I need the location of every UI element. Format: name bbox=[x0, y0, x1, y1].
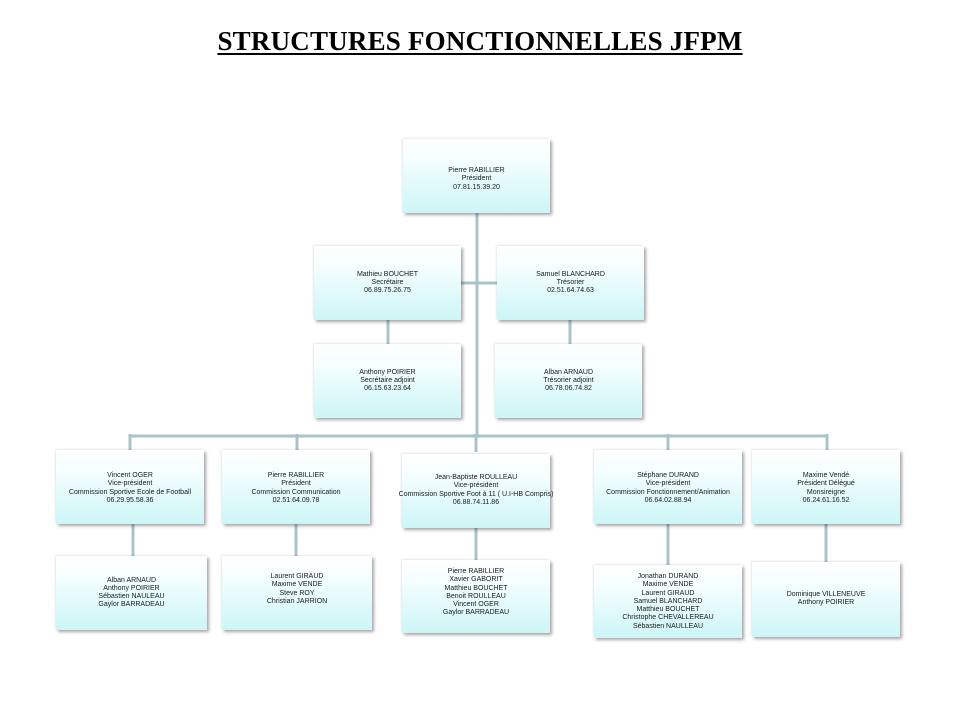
communication-role: Président bbox=[281, 480, 311, 488]
page-title: STRUCTURES FONCTIONNELLES JFPM bbox=[217, 26, 743, 56]
member-name: Steve ROY bbox=[279, 589, 315, 597]
tresorier-phone: 02.51.64.74.63 bbox=[547, 287, 594, 295]
tresorier-adjoint-box: Alban ARNAUD Trésorier adjoint 06.78.06.… bbox=[495, 344, 642, 418]
secretaire-name: Mathieu BOUCHET bbox=[356, 270, 419, 278]
monsireigne-name: Maxime Vendé bbox=[802, 472, 850, 479]
member-name: Laurent GIRAUD bbox=[270, 573, 324, 580]
president-box: Pierre RABILLIER Président 07.81.15.39.2… bbox=[403, 139, 550, 213]
commission-ecole-box: Vincent OGER Vice-président Commission S… bbox=[56, 450, 204, 524]
communication-name: Pierre RABILLIER bbox=[267, 472, 325, 479]
ecole-name: Vincent OGER bbox=[107, 472, 153, 479]
monsireigne-place: Monsireigne bbox=[806, 488, 846, 496]
animation-members-box: Jonathan DURAND Maxime VENDE Laurent GIR… bbox=[594, 565, 742, 638]
member-name: Jonathan DURAND bbox=[637, 573, 699, 580]
secretaire-adjoint-name: Anthony POIRIER bbox=[359, 368, 416, 376]
member-name: Gaylor BARRADEAU bbox=[98, 601, 165, 609]
secretaire-box: Mathieu BOUCHET Secrétaire 06.89.75.26.7… bbox=[314, 246, 461, 320]
tresorier-role: Trésorier bbox=[556, 278, 585, 286]
monsireigne-members-box: Dominique VILLENEUVE Anthony POIRIER bbox=[752, 562, 900, 637]
tresorier-adjoint-phone: 06.78.06.74.82 bbox=[545, 385, 592, 393]
secretaire-adjoint-role: Secrétaire adjoint bbox=[360, 376, 415, 384]
monsireigne-role: Président Délégué bbox=[797, 480, 855, 488]
foot11-members-box: Pierre RABILLIER Xavier GABORIT Matthieu… bbox=[402, 560, 550, 633]
member-name: Anthony POIRIER bbox=[797, 599, 855, 607]
monsireigne-phone: 06.24.61.16.52 bbox=[802, 496, 850, 504]
member-name: Vincent OGER bbox=[453, 601, 499, 608]
monsireigne-box: Maxime Vendé Président Délégué Monsireig… bbox=[752, 450, 900, 524]
member-name: Sébastien NAULEAU bbox=[98, 593, 165, 600]
member-name: Laurent GIRAUD bbox=[641, 589, 695, 597]
member-name: Christian JARRION bbox=[266, 597, 328, 605]
secretaire-adjoint-phone: 06.15.63.23.64 bbox=[364, 385, 411, 393]
ecole-commission: Commission Sportive Ecole de Football bbox=[68, 488, 192, 496]
member-name: Gaylor BARRADEAU bbox=[442, 609, 510, 617]
tresorier-box: Samuel BLANCHARD Trésorier 02.51.64.74.6… bbox=[497, 246, 644, 320]
foot11-commission: Commission Sportive Foot à 11 ( U.I-HB C… bbox=[398, 490, 554, 498]
ecole-role: Vice-président bbox=[107, 480, 153, 488]
ecole-phone: 06.29.95.58.36 bbox=[106, 496, 154, 504]
commission-animation-box: Stéphane DURAND Vice-président Commissio… bbox=[594, 450, 742, 524]
foot11-role: Vice-président bbox=[453, 482, 499, 490]
commission-foot11-box: Jean-Baptiste ROULLEAU Vice-président Co… bbox=[399, 454, 553, 528]
communication-commission: Commission Communication bbox=[251, 488, 341, 496]
member-name: Maxime VENDE bbox=[271, 581, 323, 589]
animation-name: Stéphane DURAND bbox=[637, 472, 699, 479]
secretaire-role: Secrétaire bbox=[371, 278, 404, 286]
member-name: Matthieu BOUCHET bbox=[636, 606, 700, 613]
president-role: Président bbox=[461, 175, 492, 183]
tresorier-adjoint-role: Trésorier adjoint bbox=[543, 376, 594, 384]
commission-communication-box: Pierre RABILLIER Président Commission Co… bbox=[222, 450, 370, 524]
foot11-name: Jean-Baptiste ROULLEAU bbox=[434, 474, 518, 481]
member-name: Pierre RABILLIER bbox=[447, 568, 505, 575]
secretaire-adjoint-box: Anthony POIRIER Secrétaire adjoint 06.15… bbox=[314, 344, 461, 418]
member-name: Christophe CHEVALLEREAU bbox=[622, 614, 714, 622]
president-name: Pierre RABILLIER bbox=[448, 167, 505, 174]
member-name: Maxime VENDE bbox=[642, 581, 694, 589]
communication-members-box: Laurent GIRAUD Maxime VENDE Steve ROY Ch… bbox=[222, 556, 372, 630]
member-name: Matthieu BOUCHET bbox=[444, 584, 508, 592]
ecole-members-box: Alban ARNAUD Anthony POIRIER Sébastien N… bbox=[56, 556, 207, 630]
member-name: Alban ARNAUD bbox=[106, 576, 157, 584]
tresorier-adjoint-name: Alban ARNAUD bbox=[543, 368, 594, 376]
member-name: Sébastien NAULLEAU bbox=[632, 622, 704, 630]
member-name: Dominique VILLENEUVE bbox=[786, 591, 866, 598]
tresorier-name: Samuel BLANCHARD bbox=[536, 270, 605, 278]
animation-role: Vice-président bbox=[645, 480, 691, 488]
secretaire-phone: 06.89.75.26.75 bbox=[364, 287, 411, 295]
communication-phone: 02.51.64.09.78 bbox=[272, 496, 320, 504]
foot11-phone: 06.88.74.11.86 bbox=[452, 498, 500, 506]
member-name: Anthony POIRIER bbox=[103, 584, 160, 592]
animation-commission: Commission Fonctionnement/Animation bbox=[606, 488, 730, 496]
animation-phone: 06.64.02.88.94 bbox=[644, 496, 692, 504]
member-name: Xavier GABORIT bbox=[449, 576, 503, 584]
president-phone: 07.81.15.39.20 bbox=[453, 183, 500, 191]
member-name: Samuel BLANCHARD bbox=[633, 597, 703, 605]
member-name: Benoit ROULLEAU bbox=[446, 592, 506, 600]
